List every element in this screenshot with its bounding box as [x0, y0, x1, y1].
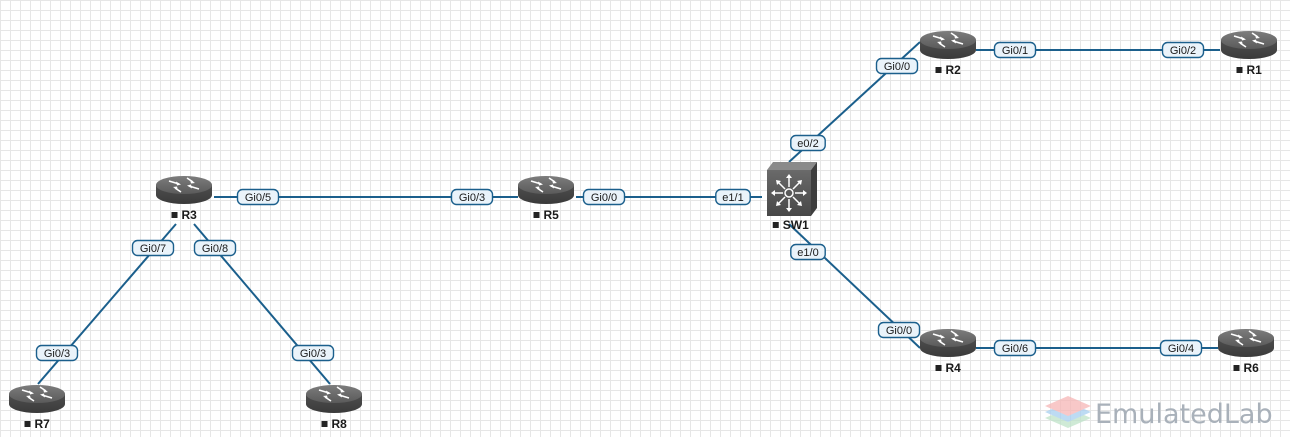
emulatedlab-watermark: EmulatedLab [1045, 396, 1273, 430]
node-status-square [772, 222, 779, 228]
iface-r4-to-r6: Gi0/6 [993, 339, 1037, 357]
router-icon [919, 328, 977, 358]
iface-r3-to-r5: Gi0/5 [236, 188, 280, 206]
router-icon [305, 384, 363, 414]
node-status-square [321, 421, 328, 427]
interface-name: Gi0/0 [884, 61, 910, 73]
node-status-square [171, 212, 178, 218]
interface-badge [790, 134, 826, 152]
router-icon [1217, 328, 1275, 358]
iface-r2-to-sw1: Gi0/0 [875, 57, 919, 75]
interface-name: Gi0/2 [1170, 45, 1196, 57]
iface-r5-to-r3: Gi0/3 [450, 188, 494, 206]
interface-name: Gi0/3 [300, 348, 326, 360]
interface-badge [1159, 339, 1203, 357]
node-r5[interactable]: R5 [517, 175, 575, 222]
node-r3[interactable]: R3 [155, 175, 213, 222]
iface-r1-to-r2: Gi0/2 [1161, 41, 1205, 59]
interface-name: Gi0/5 [245, 192, 271, 204]
interface-badge [715, 188, 751, 206]
node-label: R7 [35, 417, 51, 431]
iface-sw1-to-r5: e1/1 [715, 188, 751, 206]
iface-r2-to-r1: Gi0/1 [993, 41, 1037, 59]
interface-badge [236, 188, 280, 206]
node-label: R1 [1247, 63, 1263, 77]
node-status-square [533, 212, 540, 218]
interface-badge [291, 344, 335, 362]
links-layer [37, 41, 1220, 385]
node-label: R8 [332, 417, 348, 431]
interface-name: Gi0/4 [1168, 343, 1194, 355]
interface-name: Gi0/0 [591, 192, 617, 204]
interface-badge [993, 339, 1037, 357]
interface-name: Gi0/0 [886, 325, 912, 337]
node-status-square [935, 67, 942, 73]
iface-r4-to-sw1: Gi0/0 [877, 321, 921, 339]
node-label: R6 [1244, 361, 1260, 375]
node-r2[interactable]: R2 [919, 30, 977, 77]
interface-name: e1/1 [722, 192, 743, 204]
iface-r8-to-r3: Gi0/3 [291, 344, 335, 362]
node-r8[interactable]: R8 [305, 384, 363, 431]
node-status-square [935, 365, 942, 371]
node-label: R5 [544, 208, 560, 222]
interface-badge [1161, 41, 1205, 59]
interface-badge [790, 243, 826, 261]
interface-name: Gi0/3 [459, 192, 485, 204]
interface-badge [193, 239, 237, 257]
iface-r5-to-sw1: Gi0/0 [582, 188, 626, 206]
interface-badge [877, 321, 921, 339]
interface-badge [582, 188, 626, 206]
interface-badge [993, 41, 1037, 59]
iface-r3-to-r8: Gi0/8 [193, 239, 237, 257]
interface-badge [131, 239, 175, 257]
interface-name: Gi0/1 [1002, 45, 1028, 57]
l3-switch-icon [766, 161, 818, 217]
router-icon [919, 30, 977, 60]
iface-r7-to-r3: Gi0/3 [35, 344, 79, 362]
node-r1[interactable]: R1 [1220, 30, 1278, 77]
interface-badge [35, 344, 79, 362]
router-icon [1220, 30, 1278, 60]
node-r6[interactable]: R6 [1217, 328, 1275, 375]
iface-sw1-to-r4: e1/0 [790, 243, 826, 261]
iface-r6-to-r4: Gi0/4 [1159, 339, 1203, 357]
interface-badge [450, 188, 494, 206]
router-icon [517, 175, 575, 205]
interface-name: Gi0/3 [44, 348, 70, 360]
node-r4[interactable]: R4 [919, 328, 977, 375]
node-status-square [1236, 67, 1243, 73]
node-status-square [1233, 365, 1240, 371]
iface-r3-to-r7: Gi0/7 [131, 239, 175, 257]
node-status-square [24, 421, 31, 427]
node-label: R3 [182, 208, 198, 222]
router-icon [155, 175, 213, 205]
interface-badge [875, 57, 919, 75]
interface-name: Gi0/7 [140, 243, 166, 255]
node-label: R4 [946, 361, 962, 375]
node-sw1[interactable]: SW1 [766, 161, 818, 232]
emulatedlab-logo-icon [1045, 396, 1091, 428]
interface-name: Gi0/6 [1002, 343, 1028, 355]
interface-name: e1/0 [797, 247, 818, 259]
node-r7[interactable]: R7 [8, 384, 66, 431]
node-label: SW1 [783, 218, 809, 232]
interface-name: Gi0/8 [202, 243, 228, 255]
node-label: R2 [946, 63, 962, 77]
router-icon [8, 384, 66, 414]
interface-name: e0/2 [797, 138, 818, 150]
iface-sw1-to-r2: e0/2 [790, 134, 826, 152]
watermark-text: EmulatedLab [1095, 399, 1273, 430]
